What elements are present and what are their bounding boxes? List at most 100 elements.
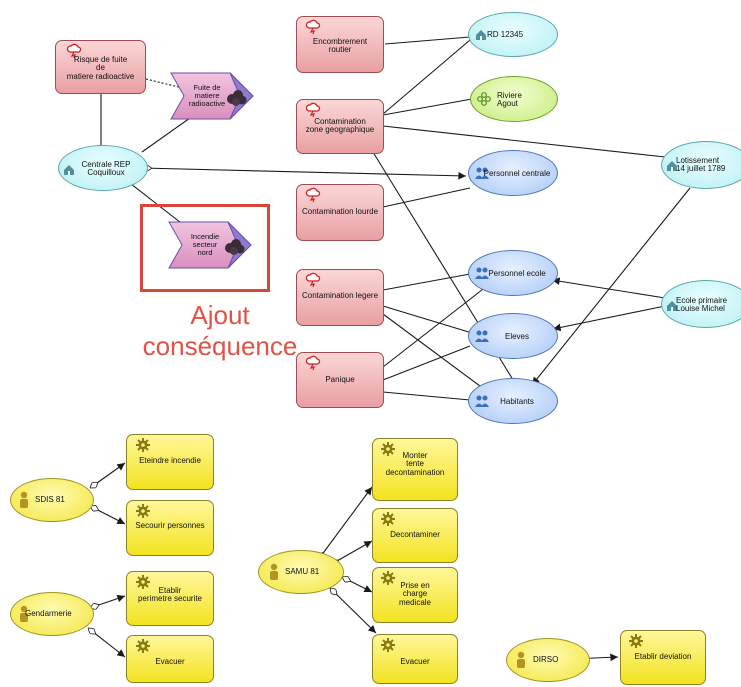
actor-node-sdis[interactable]: SDIS 81 bbox=[10, 478, 94, 522]
risk-label: Contamination legere bbox=[301, 291, 379, 300]
risk-label: Encombrement routier bbox=[312, 37, 368, 55]
risk-node-panique[interactable]: Panique bbox=[296, 352, 384, 408]
gear-icon bbox=[381, 442, 395, 456]
people-label: Eleves bbox=[504, 332, 529, 341]
house-icon bbox=[667, 161, 677, 171]
edge bbox=[531, 187, 691, 386]
place-label: Lotissement 14 juillet 1789 bbox=[676, 156, 726, 174]
gear-icon bbox=[381, 638, 395, 652]
people-label: Personnel ecole bbox=[488, 269, 546, 278]
annotation-box bbox=[140, 204, 270, 292]
action-node-tente[interactable]: Monter tente decontamination bbox=[372, 438, 458, 501]
action-label: Eteindre incendie bbox=[139, 456, 201, 465]
cloud-bolt-icon bbox=[66, 43, 82, 59]
action-node-deviation[interactable]: Etablir deviation bbox=[620, 630, 706, 685]
action-label: Evacuer bbox=[400, 657, 430, 666]
gear-icon bbox=[136, 504, 150, 518]
actor-label: DIRSO bbox=[533, 655, 559, 664]
person-icon bbox=[20, 491, 28, 508]
consequence-node-incendie[interactable]: Incendie secteur nord bbox=[168, 221, 252, 269]
risk-node-contamination-zone[interactable]: Contamination zone geographique bbox=[296, 99, 384, 154]
cloud-bolt-icon bbox=[305, 272, 321, 288]
risk-node-contamination-legere[interactable]: Contamination legere bbox=[296, 269, 384, 326]
gear-icon bbox=[381, 512, 395, 526]
actor-label: SDIS 81 bbox=[35, 495, 65, 504]
person-icon bbox=[270, 563, 278, 580]
gear-icon bbox=[381, 571, 395, 585]
actor-node-dirso[interactable]: DIRSO bbox=[506, 638, 590, 682]
nature-node-riviere[interactable]: Riviere Agout bbox=[470, 76, 558, 122]
consequence-node-fuite[interactable]: Fuite de matiere radioactive bbox=[170, 72, 254, 120]
edge bbox=[382, 125, 666, 158]
smoke-cloud-icon bbox=[225, 239, 245, 255]
actor-label: Gendarmerie bbox=[25, 609, 72, 618]
risk-node-encombrement[interactable]: Encombrement routier bbox=[296, 16, 384, 73]
edge bbox=[382, 305, 473, 334]
action-label: Secourir personnes bbox=[135, 521, 205, 530]
people-node-personnel-centrale[interactable]: Personnel centrale bbox=[468, 150, 558, 196]
action-label: Etablir perimetre securite bbox=[137, 586, 203, 604]
edge bbox=[382, 391, 471, 401]
house-icon bbox=[64, 165, 74, 175]
people-label: Personnel centrale bbox=[483, 169, 551, 178]
edge bbox=[382, 345, 471, 381]
action-node-decontaminer[interactable]: Decontaminer bbox=[372, 508, 458, 563]
edge bbox=[145, 78, 196, 92]
action-node-perimetre[interactable]: Etablir perimetre securite bbox=[126, 571, 214, 626]
place-label: RD 12345 bbox=[487, 30, 524, 39]
risk-label: Risque de fuite de matiere radioactive bbox=[66, 55, 135, 81]
edge bbox=[382, 285, 488, 368]
edge bbox=[88, 628, 126, 658]
action-label: Etablir deviation bbox=[634, 652, 692, 661]
action-node-secourir[interactable]: Secourir personnes bbox=[126, 500, 214, 556]
person-icon bbox=[517, 651, 525, 668]
place-node-ecole[interactable]: Ecole primaire Louise Michel bbox=[661, 280, 741, 328]
place-node-rd[interactable]: RD 12345 bbox=[468, 12, 558, 57]
people-node-habitants[interactable]: Habitants bbox=[468, 378, 558, 424]
action-node-evacuer-samu[interactable]: Evacuer bbox=[372, 634, 458, 684]
risk-label: Panique bbox=[325, 375, 355, 384]
cloud-bolt-icon bbox=[305, 19, 321, 35]
edge bbox=[552, 305, 666, 332]
gear-icon bbox=[136, 575, 150, 589]
gear-icon bbox=[136, 639, 150, 653]
people-icon bbox=[475, 167, 489, 179]
edge bbox=[382, 187, 471, 208]
gear-icon bbox=[629, 634, 643, 648]
risk-label: Contamination lourde bbox=[301, 207, 379, 216]
action-label: Monter tente decontamination bbox=[385, 451, 445, 477]
cloud-bolt-icon bbox=[305, 187, 321, 203]
action-label: Decontaminer bbox=[390, 530, 440, 539]
consequence-shape bbox=[170, 72, 254, 120]
people-icon bbox=[475, 330, 489, 342]
house-icon bbox=[667, 301, 677, 311]
risk-node-contamination-lourde[interactable]: Contamination lourde bbox=[296, 184, 384, 241]
action-node-prise-charge[interactable]: Prise en charge medicale bbox=[372, 567, 458, 623]
edge bbox=[382, 39, 471, 115]
action-node-evacuer-gendarmerie[interactable]: Evacuer bbox=[126, 635, 214, 683]
flower-icon bbox=[477, 92, 491, 106]
people-node-eleves[interactable]: Eleves bbox=[468, 313, 558, 359]
risk-node-risque-fuite[interactable]: Risque de fuite de matiere radioactive bbox=[55, 40, 146, 94]
smoke-cloud-icon bbox=[227, 90, 247, 106]
actor-node-gendarmerie[interactable]: Gendarmerie bbox=[10, 592, 94, 636]
place-node-lotissement[interactable]: Lotissement 14 juillet 1789 bbox=[661, 141, 741, 189]
people-icon bbox=[475, 267, 489, 279]
action-node-eteindre[interactable]: Eteindre incendie bbox=[126, 434, 214, 490]
place-node-centrale[interactable]: Centrale REP Coquilloux bbox=[58, 145, 148, 191]
nature-label: Riviere Agout bbox=[497, 91, 522, 109]
edge bbox=[90, 462, 126, 489]
people-icon bbox=[475, 395, 489, 407]
edge bbox=[384, 36, 471, 45]
people-node-personnel-ecole[interactable]: Personnel ecole bbox=[468, 250, 558, 296]
edge bbox=[382, 313, 489, 393]
place-label: Centrale REP Coquilloux bbox=[81, 160, 131, 178]
actor-node-samu[interactable]: SAMU 81 bbox=[258, 550, 344, 594]
edge bbox=[125, 179, 186, 227]
person-icon bbox=[20, 605, 28, 622]
edge bbox=[142, 168, 467, 176]
edge bbox=[342, 577, 373, 593]
actor-label: SAMU 81 bbox=[285, 567, 320, 576]
people-label: Habitants bbox=[500, 397, 534, 406]
